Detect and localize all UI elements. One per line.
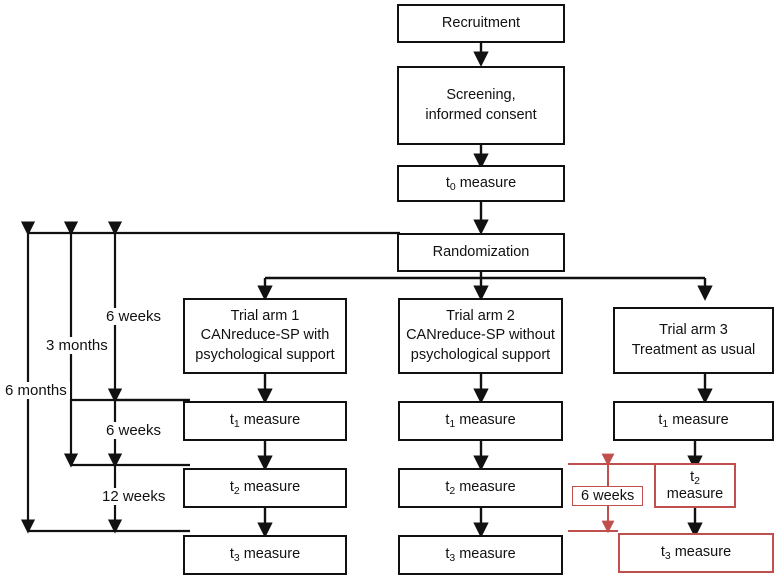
node-arm3-t2-measure[interactable]: t2 measure [654,463,736,508]
label-12-weeks: 12 weeks [99,488,169,505]
node-screening[interactable]: Screening, informed consent [397,66,565,145]
arm1-t2-text: t2 measure [229,479,301,498]
node-arm3-t3-measure[interactable]: t3 measure [618,533,774,573]
label-6-weeks-mid: 6 weeks [103,422,165,439]
node-recruitment[interactable]: Recruitment [397,4,565,43]
label-6-weeks-red: 6 weeks [572,486,644,506]
node-arm1-t3-measure[interactable]: t3 measure [183,535,347,575]
node-t0-text: t0 measure [445,174,517,193]
node-arm1-t1-measure[interactable]: t1 measure [183,401,347,441]
label-6-months: 6 months [2,382,70,399]
node-arm2-t3-measure[interactable]: t3 measure [398,535,563,575]
arm3-t2-text: t2 [690,468,700,487]
node-arm2-t1-measure[interactable]: t1 measure [398,401,563,441]
label-3-months: 3 months [43,337,111,354]
arm2-t3-text: t3 measure [445,546,516,565]
node-arm3-t1-measure[interactable]: t1 measure [613,401,774,441]
arm2-t1-text: t1 measure [445,412,516,431]
node-t0-measure[interactable]: t0 measure [397,165,565,202]
node-trial-arm-3[interactable]: Trial arm 3 Treatment as usual [613,307,774,374]
label-6-weeks-top: 6 weeks [103,308,165,325]
node-arm1-t2-measure[interactable]: t2 measure [183,468,347,508]
node-arm2-t2-measure[interactable]: t2 measure [398,468,563,508]
arm1-t3-text: t3 measure [229,546,301,565]
node-trial-arm-1[interactable]: Trial arm 1 CANreduce-SP with psychologi… [183,298,347,374]
arm3-t3-text: t3 measure [660,544,732,563]
arm2-t2-text: t2 measure [445,479,516,498]
node-randomization[interactable]: Randomization [397,233,565,272]
arm3-t1-text: t1 measure [658,412,729,431]
node-trial-arm-2[interactable]: Trial arm 2 CANreduce-SP without psychol… [398,298,563,374]
arm1-t1-text: t1 measure [229,412,301,431]
